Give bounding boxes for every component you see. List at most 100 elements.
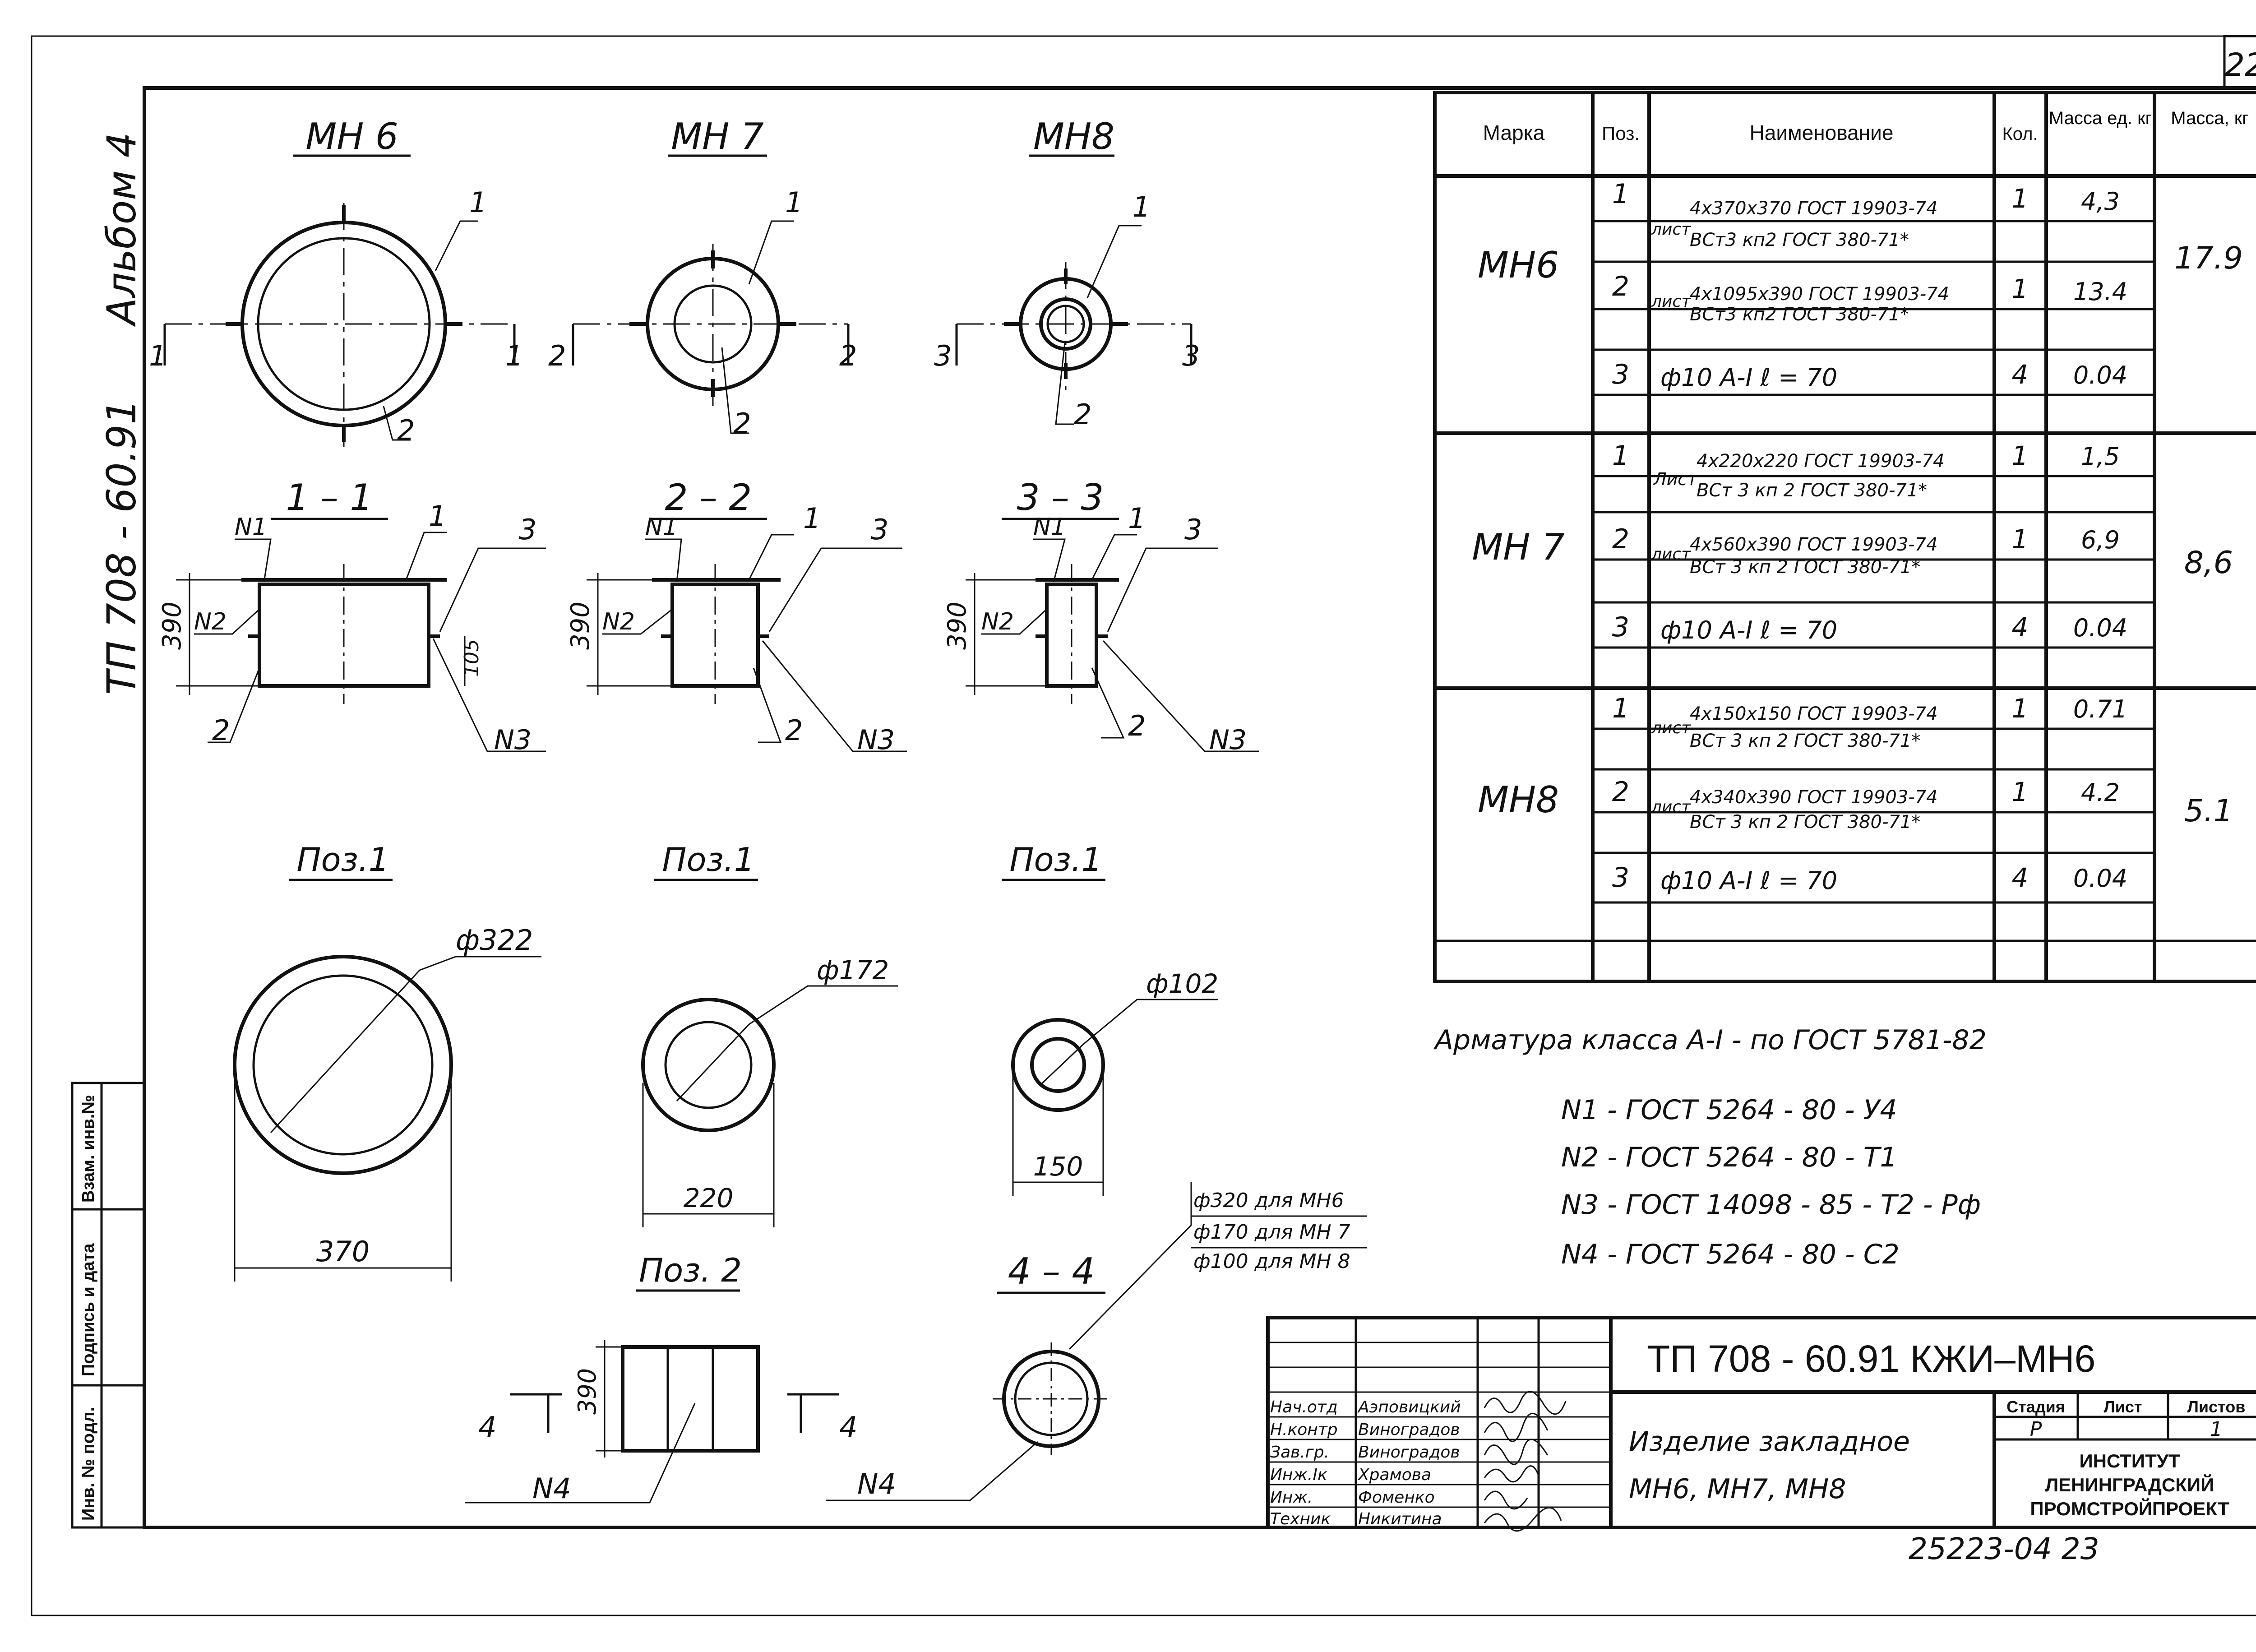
table-prefix: лист [1651, 545, 1691, 564]
callout-label: 3 [871, 513, 888, 546]
callout-label: 1 [429, 500, 446, 532]
stage-value: Р [2030, 1418, 2042, 1441]
staff-name: Виноградов [1358, 1421, 1460, 1439]
staff-role: Инж. [1270, 1488, 1313, 1507]
view-title: 3 – 3 [1017, 477, 1104, 518]
table-mass: 4,3 [2081, 187, 2120, 216]
table-name-line1: 4х1095х390 ГОСТ 19903-74 [1690, 284, 1949, 305]
section-mark: 3 [934, 339, 952, 372]
table-pos: 3 [1612, 862, 1629, 893]
staff-name: Храмова [1357, 1466, 1431, 1484]
callout-label: 2 [212, 714, 230, 747]
table-name-line2: ВСт 3 кп 2 ГОСТ 380-71* [1697, 480, 1927, 501]
callout-label: 2 [1128, 709, 1146, 742]
section-mark: 4 [478, 1411, 497, 1444]
dimension-label: 370 [316, 1235, 370, 1268]
view-title: Поз.1 [1009, 841, 1102, 879]
table-mark: МН8 [1478, 779, 1559, 821]
project-code-vertical: ТП 708 - 60.91 [98, 399, 145, 695]
table-header: Марка [1483, 121, 1545, 144]
table-header: Поз. [1602, 123, 1640, 144]
section-mark: 4 [839, 1411, 858, 1444]
table-mark: МН6 [1478, 244, 1559, 286]
callout-label: 1 [1128, 502, 1146, 535]
weld-label: N2 [194, 608, 227, 635]
callout-label: 2 [785, 714, 803, 747]
staff-name: Никитина [1358, 1510, 1442, 1528]
view-title: Поз.1 [662, 841, 754, 879]
staff-name: Аэповицкий [1357, 1398, 1461, 1416]
table-name-line1: ф10 А-I ℓ = 70 [1660, 616, 1837, 644]
section-mark: 1 [149, 339, 166, 372]
signatures [1484, 1391, 1567, 1532]
table-name-line1: 4х560х390 ГОСТ 19903-74 [1690, 534, 1938, 555]
table-name-line1: ф10 А-I ℓ = 70 [1660, 363, 1837, 392]
weld-label: N3 [494, 724, 532, 756]
callout-label: 1 [469, 186, 487, 219]
weld-label: N4 [532, 1472, 571, 1505]
table-prefix: лист [1651, 292, 1691, 311]
dimension-label: 220 [684, 1183, 734, 1213]
sheets-header: Листов [2187, 1397, 2246, 1416]
dimension-label: 150 [1033, 1151, 1083, 1182]
organization-name: ПРОМСТРОЙПРОЕКТ [2030, 1498, 2229, 1519]
view-title: Поз. 2 [639, 1251, 742, 1289]
side-stamp-label: Инв. № подл. [79, 1407, 98, 1521]
table-name-line2: ВСт3 кп2 ГОСТ 380-71* [1690, 230, 1909, 250]
organization-name: ИНСТИТУТ [2079, 1450, 2180, 1472]
weld-note: N3 - ГОСТ 14098 - 85 - Т2 - Рф [1561, 1189, 1981, 1221]
view-title: МН8 [1033, 116, 1114, 157]
view-title: Поз.1 [296, 841, 389, 879]
dimension-label: 390 [943, 602, 972, 650]
table-name-line2: ВСт 3 кп 2 ГОСТ 380-71* [1690, 731, 1920, 751]
table-pos: 1 [1612, 440, 1629, 472]
section-mark: 1 [505, 339, 523, 372]
title-block: ТП 708 - 60.91 КЖИ–МН6 Изделие закладное… [1266, 1316, 2256, 1532]
side-stamp-label: Подпись и дата [79, 1243, 98, 1376]
table-pos: 2 [1612, 776, 1629, 808]
document-code: ТП 708 - 60.91 КЖИ–МН6 [1647, 1337, 2095, 1380]
staff-role: Н.контр [1270, 1421, 1338, 1439]
callout-label: 1 [803, 502, 821, 535]
dimension-label: ф322 [456, 924, 533, 957]
table-name-line2: ВСт 3 кп 2 ГОСТ 380-71* [1690, 812, 1920, 833]
weld-label: N2 [981, 608, 1014, 635]
poz1-mh6: Поз.1 ф322 370 [233, 841, 541, 1282]
callout-label: 3 [519, 513, 536, 546]
table-qty: 1 [2012, 777, 2029, 807]
weld-note: N2 - ГОСТ 5264 - 80 - Т1 [1561, 1142, 1897, 1173]
section-2-2: 2 – 2 390 N1 N2 N3 1 2 3 [566, 477, 907, 756]
weld-note: N1 - ГОСТ 5264 - 80 - У4 [1561, 1094, 1897, 1126]
section-mark: 3 [1182, 339, 1200, 372]
view-title: 4 – 4 [1008, 1250, 1095, 1292]
staff-role: Нач.отд [1270, 1398, 1338, 1416]
table-name-line2: ВСт 3 кп 2 ГОСТ 380-71* [1690, 557, 1920, 578]
table-prefix: лист [1651, 719, 1691, 737]
poz1-mh8: Поз.1 ф102 150 [1002, 841, 1218, 1196]
side-stamp: Взам. инв.№ Подпись и дата Инв. № подл. [71, 1082, 146, 1529]
notes: Арматура класса А-I - по ГОСТ 5781-82 N1… [1433, 1024, 1987, 1270]
spec-table: Марка Поз. Наименование Кол. Масса ед. к… [1433, 91, 2256, 983]
table-prefix: Лист [1653, 469, 1698, 489]
table-mass: 4.2 [2081, 778, 2120, 807]
view-title: 1 – 1 [286, 477, 373, 518]
table-header: Масса, кг [2171, 108, 2249, 128]
plan-mh6: МН 6 1 2 1 1 [149, 116, 523, 447]
table-pos: 1 [1612, 178, 1629, 210]
callout-label: 3 [1184, 513, 1202, 546]
table-mass: 0.04 [2073, 864, 2127, 893]
table-qty: 4 [2012, 359, 2029, 390]
table-mass: 1,5 [2081, 442, 2120, 471]
table-mass: 0.04 [2073, 361, 2127, 389]
table-pos: 1 [1612, 693, 1629, 724]
table-qty: 1 [2012, 440, 2029, 471]
weld-note: N4 - ГОСТ 5264 - 80 - С2 [1561, 1239, 1900, 1270]
table-name-line1: 4х340х390 ГОСТ 19903-74 [1690, 787, 1938, 808]
stage-header: Стадия [2006, 1397, 2065, 1416]
table-mass: 6,9 [2081, 526, 2120, 554]
callout-label: 2 [397, 414, 415, 447]
table-qty: 4 [2012, 862, 2029, 893]
callout-label: 2 [733, 407, 751, 440]
table-qty: 4 [2012, 612, 2029, 643]
